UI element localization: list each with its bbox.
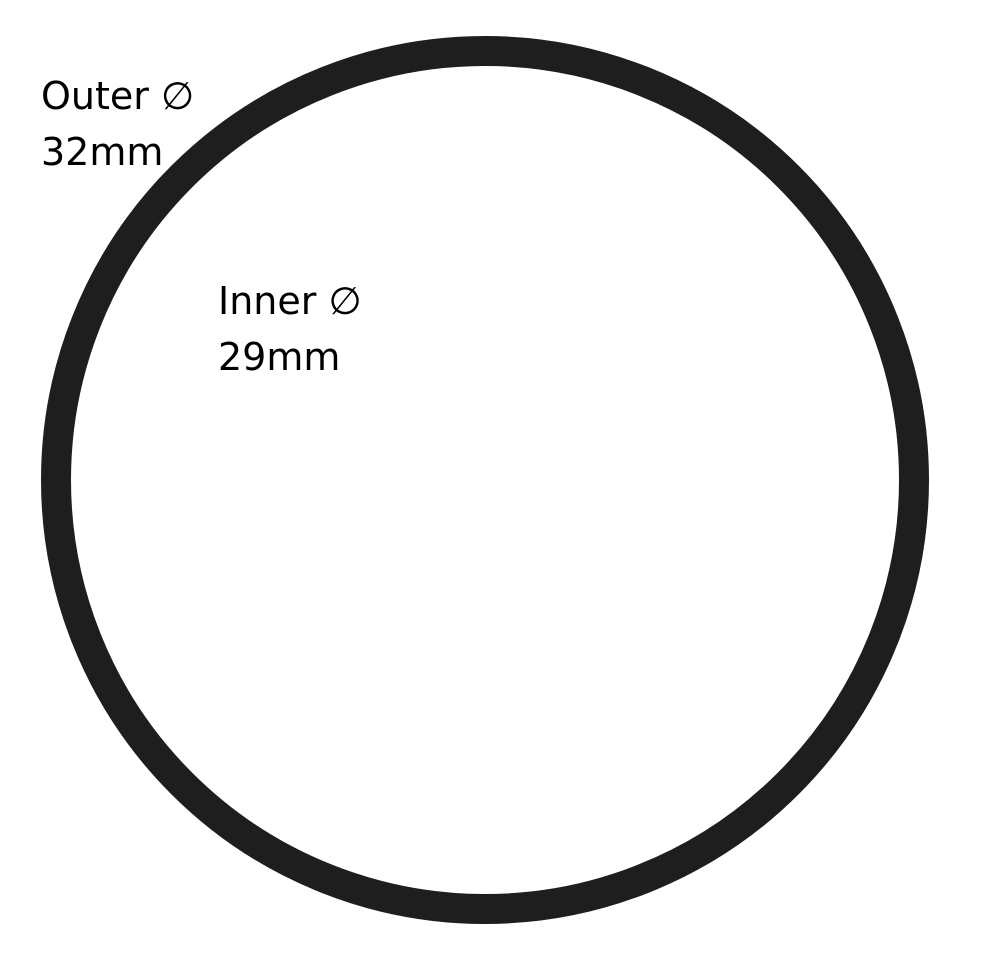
ring-shape xyxy=(41,36,929,924)
outer-diameter-value: 32mm xyxy=(41,130,164,174)
outer-diameter-label: Outer ∅ 32mm xyxy=(41,68,194,180)
inner-diameter-value: 29mm xyxy=(218,335,341,379)
inner-diameter-label: Inner ∅ 29mm xyxy=(218,273,362,385)
outer-diameter-title: Outer ∅ xyxy=(41,74,195,118)
inner-diameter-title: Inner ∅ xyxy=(218,279,362,323)
